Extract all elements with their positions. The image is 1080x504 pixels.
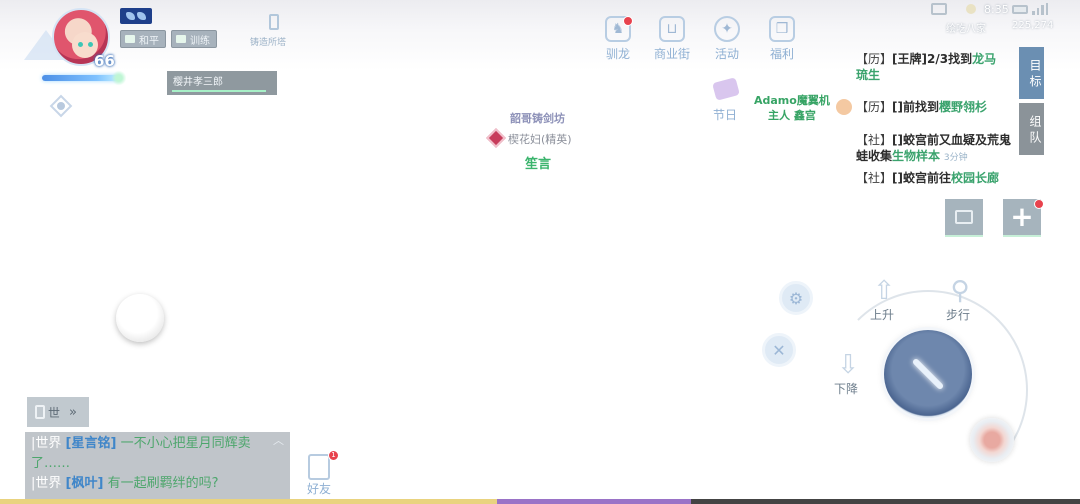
menu-dragon[interactable]: ♞ 驯龙 xyxy=(598,16,638,66)
camera-icon[interactable] xyxy=(931,3,947,15)
monitor-icon xyxy=(176,35,186,43)
chat-channel-label: 世 xyxy=(48,405,61,420)
train-mode-label: 训练 xyxy=(190,35,210,47)
friends-badge: 1 xyxy=(328,450,339,461)
experience-bar-glow xyxy=(112,70,126,86)
npc-name[interactable]: 楔花妇(精英) xyxy=(508,133,572,146)
menu-activity[interactable]: ✦ 活动 xyxy=(707,16,747,66)
target-name: 樱井孝三郎 xyxy=(173,77,223,88)
chat-message: |世界 [枫叶] 有一起刷羁绊的吗? xyxy=(31,476,219,491)
toolbox-icon xyxy=(955,210,973,224)
notification-dot xyxy=(1034,199,1044,209)
notification-dot xyxy=(623,16,633,26)
quest-entry[interactable]: 【历】[王牌]2/3找到龙马 琉生 xyxy=(856,52,997,82)
menu-shop[interactable]: ⊔ 商业街 xyxy=(652,16,692,66)
dragon-icon: ♞ xyxy=(605,16,631,42)
peace-mode-button[interactable]: 和平 xyxy=(120,30,166,48)
friends-label: 好友 xyxy=(306,482,331,496)
avatar-eye xyxy=(88,42,93,47)
target-hp-bar xyxy=(172,90,266,92)
inventory-button[interactable] xyxy=(945,199,983,237)
skill-crossed-swords-button[interactable]: ✕ xyxy=(762,333,796,367)
player-avatar[interactable] xyxy=(52,8,110,66)
descend-label: 下降 xyxy=(834,382,859,396)
movement-joystick[interactable] xyxy=(116,294,164,342)
ascend-button[interactable]: ⇧ 上升 xyxy=(864,276,904,323)
experience-bar xyxy=(42,75,120,81)
arrow-down-icon: ⇩ xyxy=(837,350,859,380)
skill-wheel-arc xyxy=(828,290,1028,490)
train-mode-button[interactable]: 训练 xyxy=(171,30,217,48)
skill-gear-button[interactable]: ⚙ xyxy=(779,281,813,315)
walking-figure-icon: ⚲ xyxy=(950,276,970,306)
bottom-status-strip xyxy=(0,499,1080,504)
festival-label: 节日 xyxy=(713,108,738,122)
friends-icon xyxy=(308,454,330,480)
quest-speech-icon xyxy=(836,99,852,115)
adamo-name: Adamo魔翼机 xyxy=(754,94,830,107)
gift-icon: ❒ xyxy=(769,16,795,42)
clock: 8:35 xyxy=(984,3,1009,16)
quest-entry[interactable]: 【社】[]蛟宫前又血疑及荒鬼蛙收集生物样本 3分钟 xyxy=(856,133,1011,163)
menu-welfare[interactable]: ❒ 福利 xyxy=(762,16,802,66)
walk-button[interactable]: ⚲ 步行 xyxy=(940,276,980,323)
chevron-right-icon: » xyxy=(69,404,77,420)
quest-entry[interactable]: 【历】[]前找到樱野翎杉 xyxy=(856,100,988,114)
brightness-icon xyxy=(966,4,976,14)
adamo-vehicle-label[interactable]: Adamo魔翼机 主人 鑫宫 xyxy=(754,93,830,123)
plus-icon: + xyxy=(1010,200,1034,233)
sword-slash-icon xyxy=(911,357,945,391)
gear-icon: ⚙ xyxy=(788,288,804,308)
server-name: 绘吃八家 xyxy=(946,24,986,35)
tab-team[interactable]: 组队 xyxy=(1019,103,1044,155)
dove-icon xyxy=(125,35,135,43)
target-nameplate[interactable]: 樱井孝三郎 xyxy=(167,71,277,95)
tab-target[interactable]: 目标 xyxy=(1019,47,1044,99)
server-coordinates: 225,274 xyxy=(1012,20,1054,31)
phone-icon xyxy=(35,405,45,419)
shop-cart-icon: ⊔ xyxy=(659,16,685,42)
quest-entry[interactable]: 【社】[]蛟宫前往校园长廊 xyxy=(856,171,1000,185)
activity-icon: ✦ xyxy=(714,16,740,42)
special-skill-button[interactable] xyxy=(970,418,1014,462)
quest-timer: 3分钟 xyxy=(943,153,968,163)
friends-button[interactable]: 好友 xyxy=(302,454,336,500)
ascend-label: 上升 xyxy=(870,308,895,322)
npc-title: 笙言 xyxy=(525,157,552,172)
signal-icon xyxy=(1032,3,1048,15)
avatar-face xyxy=(72,32,98,58)
menu-label: 活动 xyxy=(714,47,739,61)
chat-channel-selector[interactable]: 世 » xyxy=(27,397,89,427)
elite-marker-icon xyxy=(486,128,506,148)
descend-button[interactable]: ⇩ 下降 xyxy=(828,350,868,397)
festival-icon[interactable] xyxy=(710,76,742,102)
tower-icon[interactable] xyxy=(265,12,283,32)
mount-icon[interactable] xyxy=(120,8,152,24)
battery-icon xyxy=(1012,5,1028,14)
main-attack-button[interactable] xyxy=(884,330,972,418)
npc-guild-name: 韶哥铸剑坊 xyxy=(510,112,565,125)
peace-mode-label: 和平 xyxy=(139,35,159,47)
menu-label: 福利 xyxy=(769,47,794,61)
player-level: 66 xyxy=(94,52,115,70)
chevron-up-icon[interactable]: ︿ xyxy=(273,434,284,447)
crossed-swords-icon: ✕ xyxy=(772,340,786,360)
chat-log[interactable]: |世界 [星言铭] 一不小心把星月同辉卖了…… |世界 [枫叶] 有一起刷羁绊的… xyxy=(25,432,290,504)
view-toggle-button[interactable] xyxy=(46,94,76,118)
avatar-eye xyxy=(78,42,83,47)
tower-label: 铸造所塔 xyxy=(250,38,287,48)
adamo-owner: 主人 鑫宫 xyxy=(768,109,816,122)
menu-label: 商业街 xyxy=(653,47,690,61)
arrow-up-icon: ⇧ xyxy=(873,276,895,306)
menu-label: 驯龙 xyxy=(605,47,630,61)
walk-label: 步行 xyxy=(946,308,971,322)
chat-message: |世界 [星言铭] 一不小心把星月同辉卖了…… xyxy=(31,436,251,471)
